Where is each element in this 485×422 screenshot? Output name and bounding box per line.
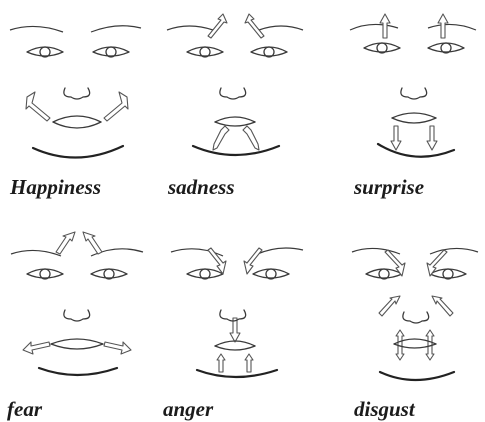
label-fear: fear: [7, 397, 43, 421]
arrow-jaw-down-left: [391, 126, 401, 150]
arrow-lip-stretch-left: [23, 342, 50, 354]
arrow-mouth-corner-right: [104, 92, 128, 121]
eyes: [187, 47, 287, 57]
arrow-brow-lower-right: [244, 248, 262, 274]
arrow-lip-press: [230, 318, 240, 342]
mouth: [392, 113, 436, 123]
muscle-arrows: [380, 14, 448, 150]
face-surprise: surprise: [350, 14, 476, 199]
arrow-brow-inner-right: [245, 14, 264, 38]
face-happiness: Happiness: [9, 26, 141, 199]
chin: [33, 146, 123, 158]
nose: [220, 88, 246, 99]
eyebrows: [167, 26, 303, 30]
nose: [64, 310, 90, 321]
mouth: [215, 117, 255, 126]
chin: [193, 146, 279, 155]
chin: [380, 372, 454, 380]
arrow-mouth-down-left: [213, 126, 229, 150]
arrow-nose-wrinkle-right: [432, 296, 453, 316]
eyes: [187, 269, 289, 279]
arrow-brow-up-right: [438, 14, 448, 38]
face-sadness: sadness: [167, 14, 303, 199]
chin: [378, 144, 454, 157]
mouth: [51, 339, 103, 349]
eyebrows: [10, 26, 141, 32]
chin: [197, 370, 277, 377]
arrow-brow-raise-left: [56, 232, 75, 254]
label-disgust: disgust: [354, 397, 416, 421]
eyes: [364, 43, 464, 53]
face-disgust: disgust: [352, 248, 478, 421]
arrow-jaw-down-right: [427, 126, 437, 150]
eyes: [366, 269, 466, 279]
muscle-arrows: [379, 250, 453, 360]
arrow-jaw-tense-right: [245, 354, 253, 372]
arrow-mouth-corner-left: [26, 92, 50, 121]
arrow-nose-wrinkle-left: [379, 296, 400, 316]
muscle-arrows: [208, 14, 264, 150]
label-sadness: sadness: [167, 175, 235, 199]
eyes: [27, 269, 127, 279]
label-surprise: surprise: [353, 175, 424, 199]
eyebrows: [11, 249, 143, 256]
muscle-arrows: [208, 248, 262, 372]
arrow-jaw-tense-left: [217, 354, 225, 372]
mouth: [53, 116, 101, 128]
eyes: [27, 47, 129, 57]
face-anger: anger: [163, 248, 303, 421]
eyebrows: [350, 24, 476, 30]
arrow-lip-stretch-right: [104, 342, 131, 354]
arrow-brow-inner-left: [208, 14, 227, 38]
nose: [401, 88, 427, 99]
arrow-brow-raise-right: [83, 232, 102, 254]
eyebrows: [171, 248, 303, 256]
chin: [39, 368, 117, 375]
label-anger: anger: [163, 397, 214, 421]
nose: [64, 88, 90, 99]
face-fear: fear: [7, 232, 143, 421]
arrow-mouth-down-right: [243, 126, 259, 150]
eyebrows: [352, 248, 478, 254]
label-happiness: Happiness: [9, 175, 101, 199]
nose: [403, 312, 429, 323]
